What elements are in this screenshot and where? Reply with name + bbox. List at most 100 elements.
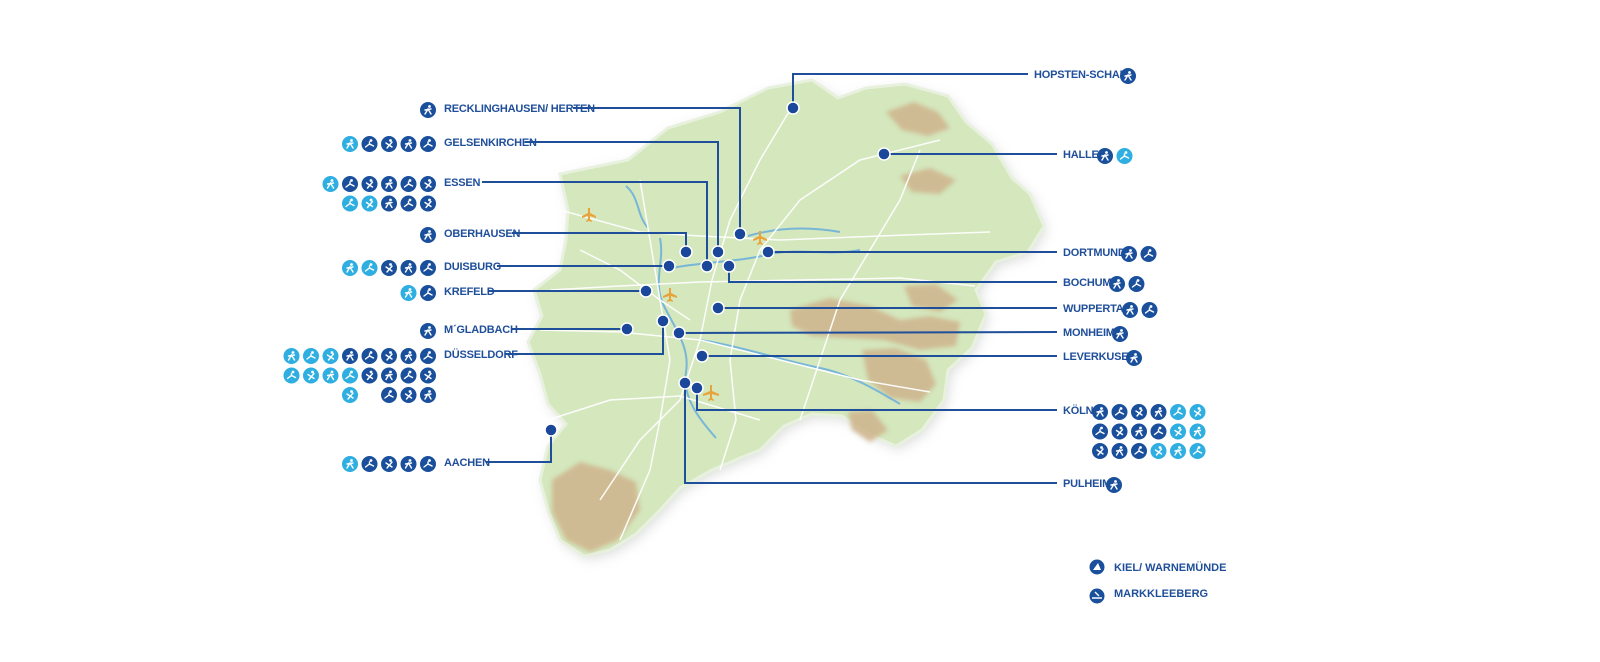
legend-label: KIEL/ WARNEMÜNDE <box>1114 561 1226 574</box>
sport-icon <box>400 195 417 212</box>
location-label: KÖLN <box>1063 404 1094 417</box>
location-monchengladbach[interactable]: M´GLADBACH <box>420 323 518 339</box>
location-label: HOPSTEN-SCHALE <box>1034 69 1133 81</box>
sport-icon <box>400 285 417 301</box>
sport-icon <box>1131 404 1147 420</box>
city-marker[interactable] <box>679 245 693 259</box>
sport-icon <box>342 260 358 276</box>
sport-icon <box>342 456 358 472</box>
city-marker[interactable] <box>877 147 891 161</box>
location-hopsten-schale[interactable]: HOPSTEN-SCHALE <box>1034 68 1136 84</box>
location-pulheim[interactable]: PULHEIM <box>1063 477 1122 493</box>
location-label: OBERHAUSEN <box>444 228 520 240</box>
connector-line <box>696 388 1057 411</box>
city-marker[interactable] <box>722 259 736 273</box>
sport-icon <box>342 176 358 192</box>
location-aachen[interactable]: AACHEN <box>342 456 490 472</box>
sport-icon <box>420 323 436 339</box>
sport-icon <box>1106 477 1122 493</box>
sport-icon <box>1170 443 1186 459</box>
location-koln[interactable]: KÖLN <box>1063 404 1206 459</box>
city-marker[interactable] <box>733 227 747 241</box>
city-marker[interactable] <box>544 423 558 437</box>
sport-icon <box>381 136 397 152</box>
sport-icon <box>1150 404 1167 420</box>
city-marker[interactable] <box>639 284 653 298</box>
city-marker[interactable] <box>786 101 800 115</box>
location-essen[interactable]: ESSEN <box>322 176 481 212</box>
connector-line <box>684 383 1057 484</box>
sport-icon <box>381 456 397 472</box>
sport-icon <box>361 195 378 212</box>
location-dusseldorf[interactable]: DÜSSELDORF <box>283 348 519 403</box>
location-leverkusen[interactable]: LEVERKUSEN <box>1063 350 1142 366</box>
sport-icon <box>1092 443 1108 459</box>
sport-icon <box>1170 423 1186 440</box>
sport-icon <box>420 227 436 243</box>
location-label: DÜSSELDORF <box>444 348 518 361</box>
city-labels: HOPSTEN-SCHALE RECKLINGHAUSEN/ HERTEN GELS… <box>283 68 1206 493</box>
sport-icon <box>303 367 319 384</box>
sport-icon <box>283 348 300 364</box>
city-marker[interactable] <box>711 245 725 259</box>
sport-icon <box>1170 404 1186 420</box>
location-halle[interactable]: HALLE <box>1063 148 1133 164</box>
sport-icon <box>1131 443 1147 459</box>
location-label: LEVERKUSEN <box>1063 351 1136 363</box>
location-recklinghausen-herten[interactable]: RECKLINGHAUSEN/ HERTEN <box>420 102 595 118</box>
location-label: RECKLINGHAUSEN/ HERTEN <box>444 103 595 115</box>
location-label: AACHEN <box>444 457 490 469</box>
sport-icon <box>1126 350 1142 366</box>
city-marker[interactable] <box>690 381 704 395</box>
location-monheim[interactable]: MONHEIM <box>1063 326 1128 342</box>
location-label: KREFELD <box>444 286 495 298</box>
city-marker[interactable] <box>711 301 725 315</box>
nrw-region-map <box>526 78 1047 560</box>
city-marker[interactable] <box>656 314 670 328</box>
location-oberhausen[interactable]: OBERHAUSEN <box>420 227 521 243</box>
location-label: DORTMUND <box>1063 247 1126 259</box>
connector-line <box>486 430 552 463</box>
location-label: HALLE <box>1063 149 1099 161</box>
legend-item-kiel: KIEL/ WARNEMÜNDE <box>1089 559 1226 575</box>
sport-icon <box>1097 148 1113 164</box>
sport-icon <box>420 176 436 192</box>
sport-icon <box>1131 423 1147 440</box>
city-marker[interactable] <box>678 376 692 390</box>
sport-icon <box>420 102 436 118</box>
sport-icon <box>283 367 300 384</box>
sport-icon <box>361 348 378 364</box>
city-marker[interactable] <box>620 322 634 336</box>
location-wuppertal[interactable]: WUPPERTAL <box>1063 302 1158 318</box>
city-marker[interactable] <box>700 259 714 273</box>
location-label: BOCHUM <box>1063 277 1111 289</box>
location-label: M´GLADBACH <box>444 324 518 336</box>
location-gelsenkirchen[interactable]: GELSENKIRCHEN <box>342 136 537 152</box>
sport-icon <box>342 348 358 364</box>
airport-icon <box>663 288 677 302</box>
location-dortmund[interactable]: DORTMUND <box>1063 246 1157 262</box>
city-marker[interactable] <box>761 245 775 259</box>
sport-icon <box>381 367 397 384</box>
sport-icon <box>1189 423 1206 440</box>
canoe-slalom-icon <box>1089 588 1105 604</box>
connector-line <box>573 107 741 234</box>
location-krefeld[interactable]: KREFELD <box>400 285 495 301</box>
connector-line <box>505 321 664 355</box>
sport-icon <box>381 176 397 192</box>
airport-icon <box>582 208 596 222</box>
sport-icon <box>1150 423 1167 440</box>
sport-icon <box>1128 276 1145 292</box>
legend-item-markkleeberg: MARKKLEEBERG <box>1089 588 1208 604</box>
sport-icon <box>342 136 358 152</box>
city-marker[interactable] <box>695 349 709 363</box>
city-marker[interactable] <box>662 259 676 273</box>
location-bochum[interactable]: BOCHUM <box>1063 276 1145 292</box>
sport-icon <box>361 176 378 192</box>
sport-icon <box>322 367 339 384</box>
location-duisburg[interactable]: DUISBURG <box>342 260 501 276</box>
connector-lines <box>482 73 1058 484</box>
city-marker[interactable] <box>672 326 686 340</box>
sport-icon <box>1120 68 1136 84</box>
